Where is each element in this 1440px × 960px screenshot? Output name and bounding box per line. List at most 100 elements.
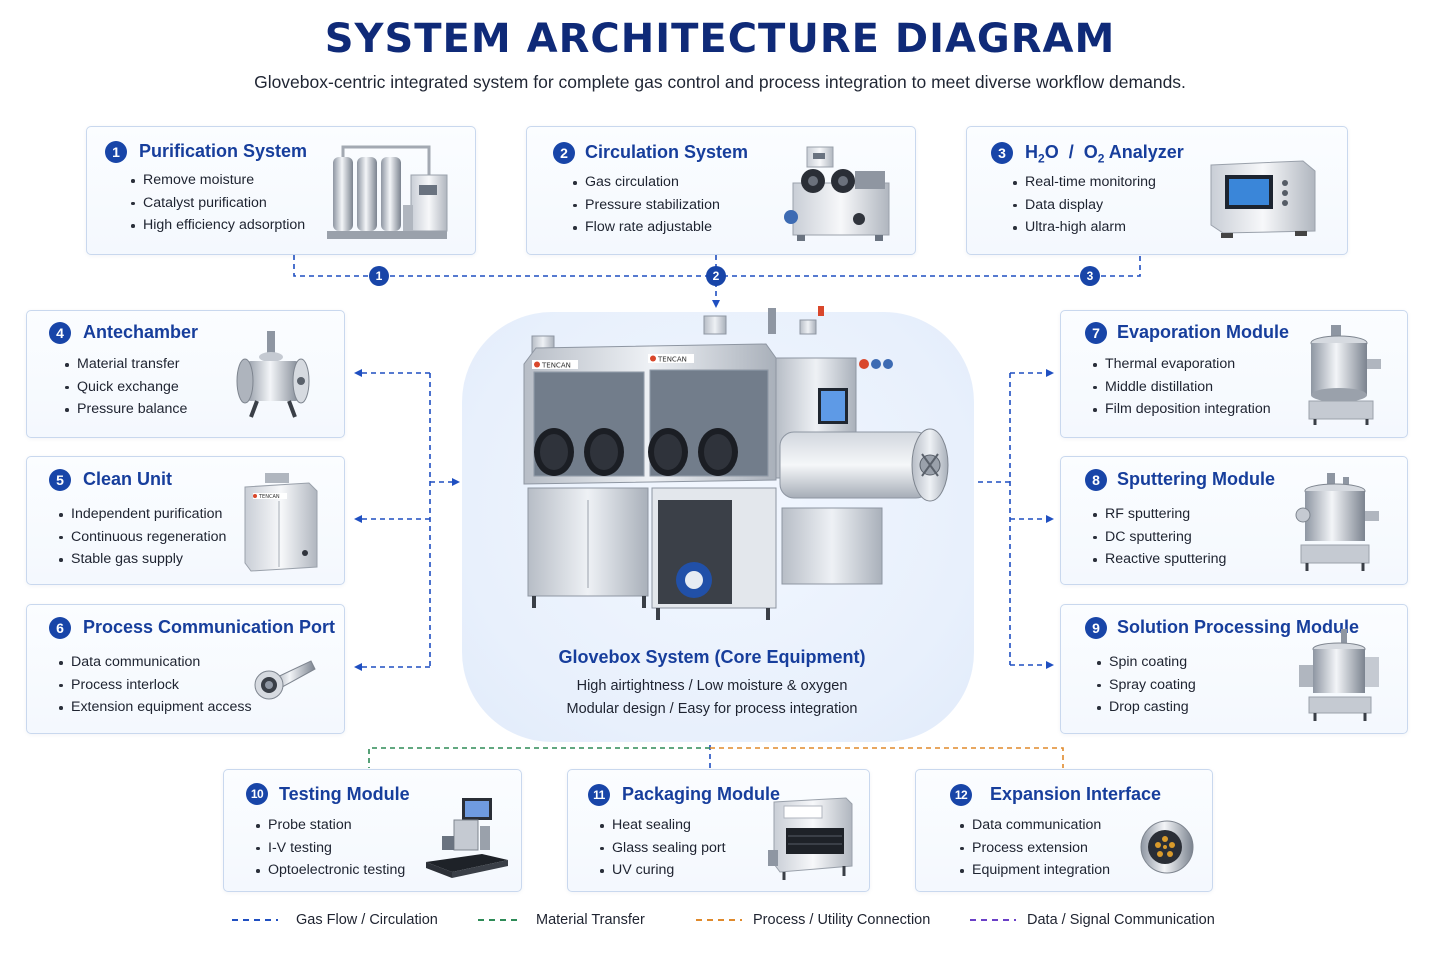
module-feature: Gas circulation	[571, 171, 720, 194]
module-feature: Pressure stabilization	[571, 194, 720, 217]
module-number: 9	[1085, 617, 1107, 639]
module-feature: Drop casting	[1095, 696, 1196, 719]
module-card-packaging: 11 Packaging Module Heat sealing Glass s…	[567, 769, 870, 892]
module-feature: Probe station	[254, 814, 405, 837]
analyzer-illustration	[1210, 160, 1316, 238]
module-feature: UV curing	[598, 859, 726, 882]
module-feature: Middle distillation	[1091, 376, 1271, 399]
core-equipment-feature: High airtightness / Low moisture & oxyge…	[576, 678, 848, 694]
module-number: 8	[1085, 469, 1107, 491]
module-card-analyzer: 3 H2O / O2 Analyzer Real-time monitoring…	[966, 126, 1348, 255]
module-feature: Spin coating	[1095, 651, 1196, 674]
module-feature-list: Independent purification Continuous rege…	[57, 503, 226, 571]
module-feature: Process interlock	[57, 674, 252, 697]
evaporation-module-illustration	[1308, 325, 1381, 425]
module-title: Expansion Interface	[990, 784, 1162, 804]
module-feature: Reactive sputtering	[1091, 548, 1226, 571]
module-feature: Flow rate adjustable	[571, 216, 720, 239]
legend-label-material: Material Transfer	[536, 912, 645, 928]
legend-label-gas-flow: Gas Flow / Circulation	[296, 912, 438, 928]
material-line-testing	[368, 747, 710, 768]
module-feature: Catalyst purification	[129, 192, 305, 215]
module-feature: High efficiency adsorption	[129, 214, 305, 237]
packaging-unit-illustration	[768, 797, 853, 880]
solution-module-illustration	[1299, 629, 1379, 721]
page-subtitle: Glovebox-centric integrated system for c…	[254, 72, 1186, 92]
module-feature: Heat sealing	[598, 814, 726, 837]
module-title: Clean Unit	[83, 469, 173, 489]
module-title: Purification System	[139, 141, 308, 161]
module-feature: Remove moisture	[129, 169, 305, 192]
utility-line-expansion	[710, 747, 1064, 768]
module-number: 11	[588, 784, 610, 806]
antechamber-illustration	[236, 331, 310, 418]
sputtering-module-illustration	[1295, 473, 1379, 571]
module-number: 6	[49, 617, 71, 639]
module-card-sputtering: 8 Sputtering Module RF sputtering DC spu…	[1060, 456, 1408, 585]
clean-unit-illustration: TENCAN	[244, 473, 318, 572]
module-title: Antechamber	[83, 322, 199, 342]
module-feature-list: Spin coating Spray coating Drop casting	[1095, 651, 1196, 719]
module-title: Sputtering Module	[1117, 469, 1275, 489]
module-feature-list: Thermal evaporation Middle distillation …	[1091, 353, 1271, 421]
module-feature: Equipment integration	[958, 859, 1110, 882]
module-title: Circulation System	[585, 142, 749, 162]
circulation-unit-illustration	[784, 146, 890, 241]
svg-text:TENCAN: TENCAN	[258, 494, 280, 500]
module-number: 1	[105, 141, 127, 163]
module-title: Solution Processing Module	[1117, 617, 1360, 637]
connector-marker-2: 2	[706, 266, 726, 286]
module-card-solution-processing: 9 Solution Processing Module Spin coatin…	[1060, 604, 1408, 734]
module-feature-list: Data communication Process extension Equ…	[958, 814, 1110, 882]
module-feature: Extension equipment access	[57, 696, 252, 719]
module-feature: Data communication	[958, 814, 1110, 837]
module-title: H2O / O2 Analyzer	[1025, 142, 1184, 166]
glovebox-illustration: TENCAN TENCAN	[523, 306, 949, 620]
module-number: 5	[49, 469, 71, 491]
expansion-connector-illustration	[1140, 820, 1194, 874]
probe-station-illustration	[426, 798, 508, 878]
module-feature: Stable gas supply	[57, 548, 226, 571]
communication-port-illustration	[254, 660, 316, 700]
connector-marker-3: 3	[1080, 266, 1100, 286]
core-equipment-feature: Modular design / Easy for process integr…	[566, 701, 858, 717]
module-title: Process Communication Port	[83, 617, 336, 637]
module-number: 3	[991, 142, 1013, 164]
module-feature: RF sputtering	[1091, 503, 1226, 526]
svg-text:TENCAN: TENCAN	[541, 362, 571, 370]
module-feature: Quick exchange	[63, 376, 187, 399]
module-card-evaporation: 7 Evaporation Module Thermal evaporation…	[1060, 310, 1408, 438]
module-card-process-port: 6 Process Communication Port Data commun…	[26, 604, 345, 734]
module-feature: Pressure balance	[63, 398, 187, 421]
module-card-circulation: 2 Circulation System Gas circulation Pre…	[526, 126, 916, 255]
module-number: 7	[1085, 322, 1107, 344]
module-feature: Independent purification	[57, 503, 226, 526]
module-title: Testing Module	[279, 784, 410, 804]
module-feature: Material transfer	[63, 353, 187, 376]
module-card-testing: 10 Testing Module Probe station I-V test…	[223, 769, 522, 892]
module-feature: Thermal evaporation	[1091, 353, 1271, 376]
module-card-purification: 1 Purification System Remove moisture Ca…	[86, 126, 476, 255]
module-feature: Ultra-high alarm	[1011, 216, 1156, 239]
module-feature: Spray coating	[1095, 674, 1196, 697]
module-feature: Continuous regeneration	[57, 526, 226, 549]
connector-marker-1: 1	[369, 266, 389, 286]
module-number: 2	[553, 142, 575, 164]
module-feature-list: Heat sealing Glass sealing port UV curin…	[598, 814, 726, 882]
module-feature-list: RF sputtering DC sputtering Reactive spu…	[1091, 503, 1226, 571]
svg-text:TENCAN: TENCAN	[657, 356, 687, 364]
page-title: SYSTEM ARCHITECTURE DIAGRAM	[324, 16, 1116, 62]
purifier-illustration	[327, 145, 448, 239]
module-card-clean-unit: 5 Clean Unit Independent purification Co…	[26, 456, 345, 585]
module-number: 10	[246, 783, 268, 805]
module-number: 12	[950, 784, 972, 806]
module-feature-list: Material transfer Quick exchange Pressur…	[63, 353, 187, 421]
module-feature-list: Data communication Process interlock Ext…	[57, 651, 252, 719]
module-card-expansion: 12 Expansion Interface Data communicatio…	[915, 769, 1213, 892]
module-feature-list: Remove moisture Catalyst purification Hi…	[129, 169, 305, 237]
module-feature: Glass sealing port	[598, 837, 726, 860]
module-feature: Optoelectronic testing	[254, 859, 405, 882]
module-feature: Film deposition integration	[1091, 398, 1271, 421]
module-feature-list: Probe station I-V testing Optoelectronic…	[254, 814, 405, 882]
legend-label-utility: Process / Utility Connection	[753, 912, 931, 928]
